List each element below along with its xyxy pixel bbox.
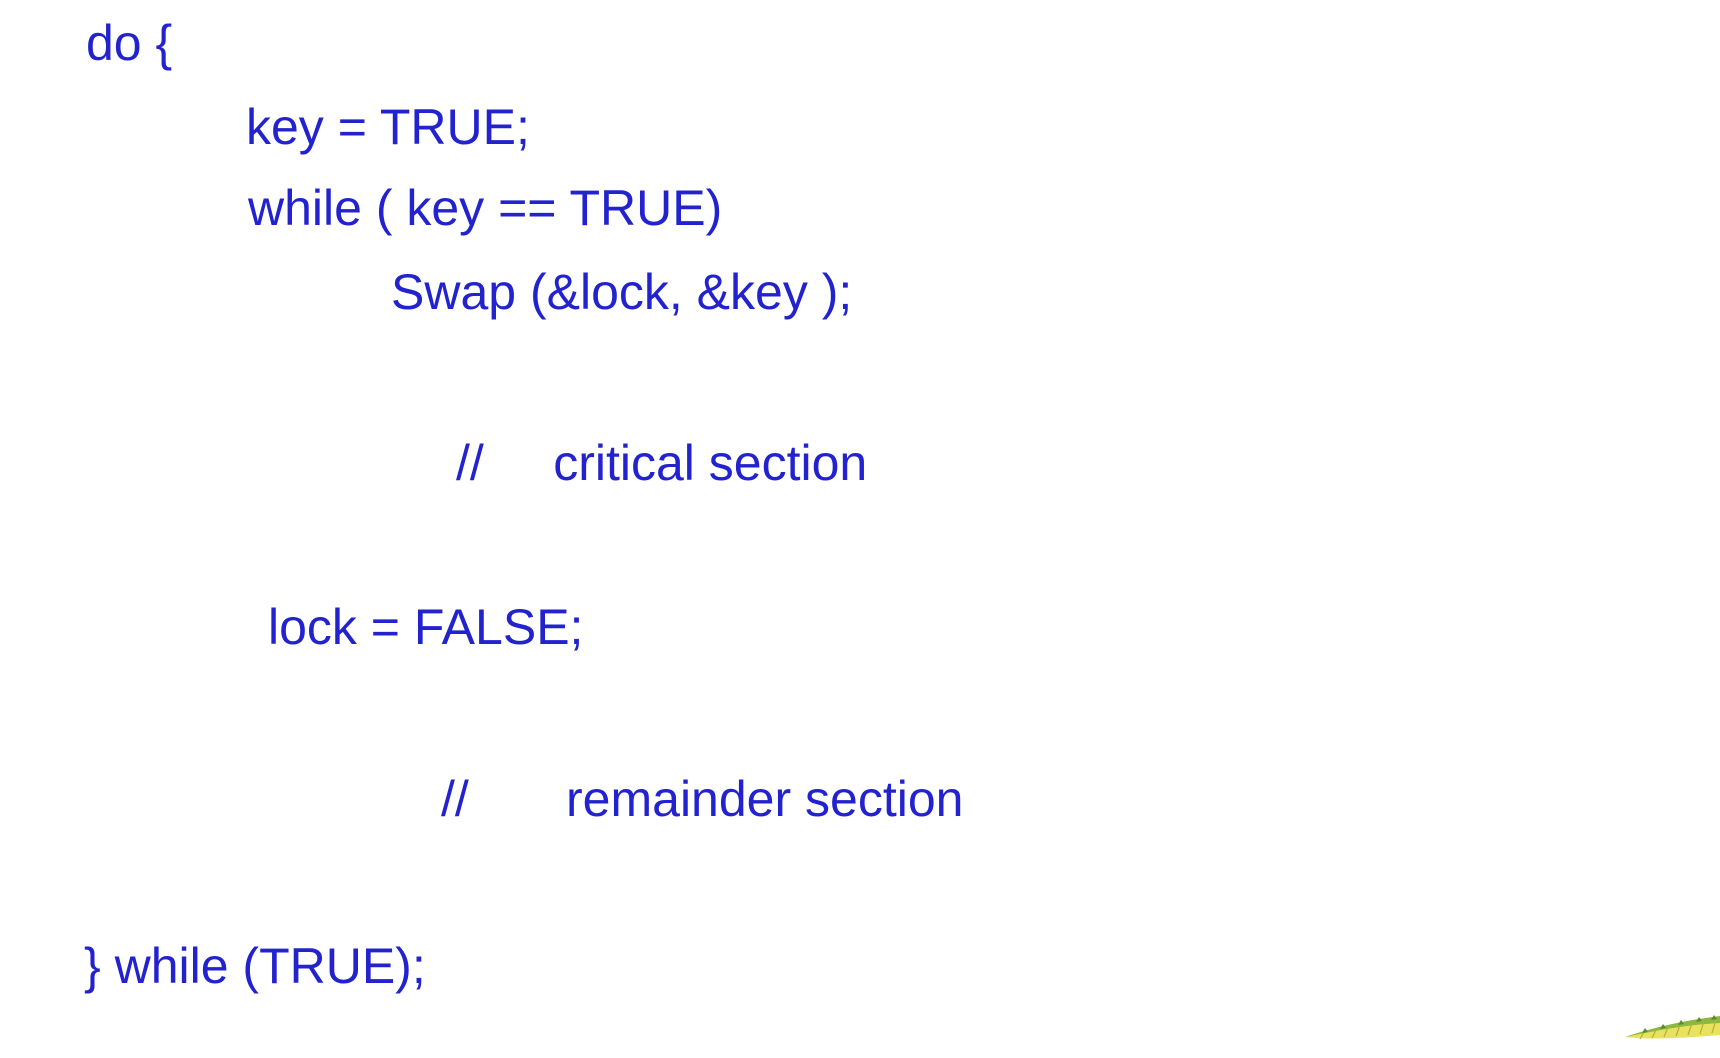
code-line-do-while-close: } while (TRUE); (84, 938, 426, 994)
code-line-while-key: while ( key == TRUE) (248, 180, 723, 236)
code-line-swap-call: Swap (&lock, &key ); (391, 264, 853, 320)
code-line-do-open: do { (86, 15, 173, 71)
code-line-lock-assign: lock = FALSE; (268, 599, 584, 655)
code-line-key-assign: key = TRUE; (246, 99, 530, 155)
dinosaur-tail-art (1625, 1015, 1720, 1040)
code-line-remainder-section-comment: // remainder section (441, 771, 964, 827)
code-line-critical-section-comment: // critical section (456, 435, 868, 491)
